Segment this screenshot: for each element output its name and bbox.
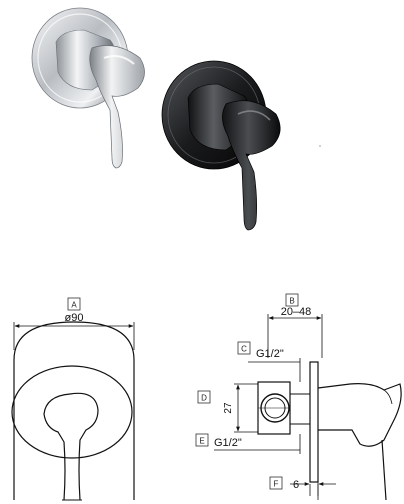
callout-b: B 20–48: [281, 293, 312, 318]
front-view-drawing: [11, 321, 135, 501]
callout-c-value: G1/2": [256, 348, 284, 360]
callout-d-tag: D: [201, 394, 207, 403]
callout-d-value: 27: [223, 402, 234, 414]
callout-b-tag: B: [289, 297, 294, 306]
callout-a-value: ø90: [65, 312, 84, 324]
callout-c-tag: C: [241, 345, 247, 354]
callout-c: C G1/2": [237, 341, 284, 360]
callout-d: D 27: [197, 390, 234, 414]
chrome-mixer-photo: [31, 7, 145, 169]
side-view-drawing: [214, 314, 402, 501]
callout-f-tag: F: [274, 480, 279, 489]
callout-b-value: 20–48: [281, 306, 312, 318]
callout-e-tag: E: [199, 437, 204, 446]
callout-f-value: 6: [293, 479, 299, 491]
black-mixer-photo: [161, 60, 321, 231]
callout-e: E G1/2": [195, 433, 242, 449]
callout-f: F 6: [269, 476, 299, 491]
callout-a: A ø90: [65, 297, 84, 324]
callout-a-tag: A: [71, 301, 77, 310]
callout-e-value: G1/2": [214, 437, 242, 449]
